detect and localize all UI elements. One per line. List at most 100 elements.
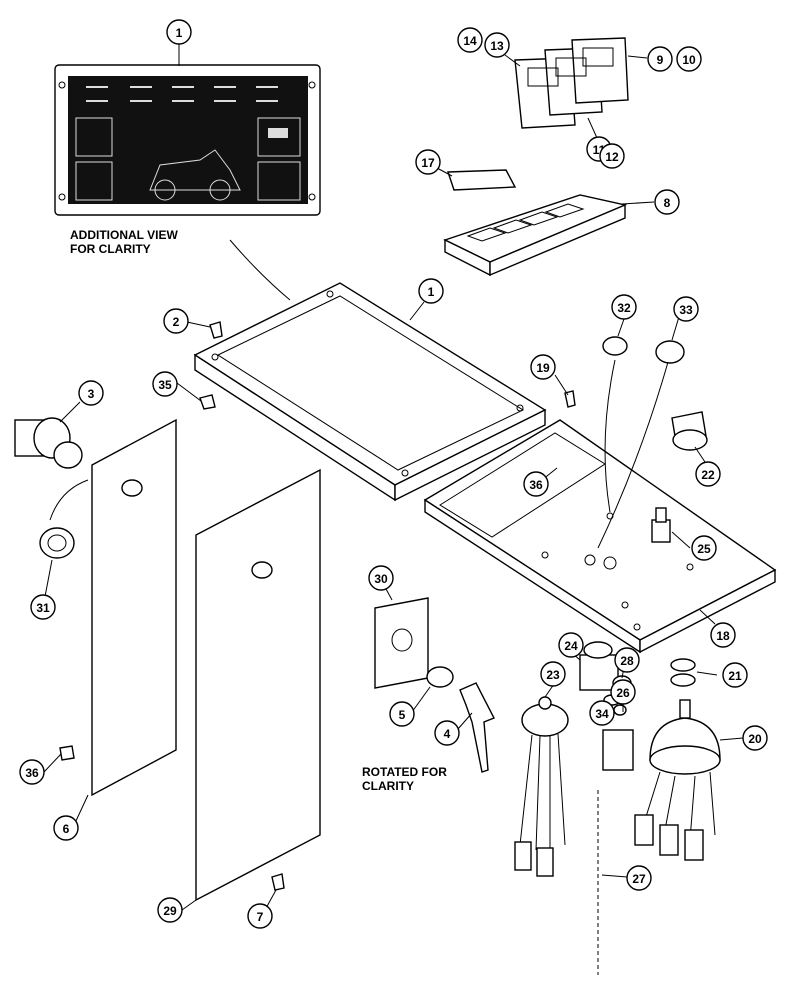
callout-5: 5 [389, 701, 415, 727]
callout-number: 32 [617, 301, 631, 315]
callout-9: 9 [647, 46, 673, 72]
callout-35: 35 [152, 371, 178, 397]
mounting-plate [374, 597, 429, 689]
callout-36: 36 [19, 759, 45, 785]
callout-number: 17 [421, 156, 435, 170]
callout-number: 10 [682, 53, 696, 67]
callout-31: 31 [30, 594, 56, 620]
callout-21: 21 [722, 662, 748, 688]
callout-number: 3 [88, 387, 95, 401]
control-knob [671, 411, 708, 451]
callout-number: 35 [158, 378, 172, 392]
callout-4: 4 [434, 720, 460, 746]
key-switch [14, 417, 83, 469]
callout-number: 33 [679, 303, 693, 317]
screw [271, 873, 285, 891]
callout-28: 28 [614, 647, 640, 673]
callout-1: 1 [418, 278, 444, 304]
callout-number: 5 [399, 708, 406, 722]
callout-number: 22 [701, 468, 715, 482]
callout-26: 26 [610, 679, 636, 705]
solenoid-switch [579, 641, 619, 691]
callout-34: 34 [589, 700, 615, 726]
callout-number: 31 [36, 601, 50, 615]
callout-number: 29 [163, 904, 177, 918]
rotary-selector [634, 699, 721, 861]
callout-number: 36 [25, 766, 39, 780]
callout-1: 1 [166, 19, 192, 45]
callout-29: 29 [157, 897, 183, 923]
callout-32: 32 [611, 294, 637, 320]
callout-number: 13 [490, 39, 504, 53]
callout-number: 30 [374, 572, 388, 586]
callout-18: 18 [710, 622, 736, 648]
callout-23: 23 [540, 661, 566, 687]
hole-plug-large [655, 340, 685, 364]
callout-number: 2 [173, 315, 180, 329]
callout-number: 23 [546, 668, 560, 682]
callout-number: 7 [257, 910, 264, 924]
callout-3: 3 [78, 380, 104, 406]
callout-number: 18 [716, 629, 730, 643]
switch-frame [443, 194, 628, 277]
callout-number: 4 [444, 727, 451, 741]
screw [209, 321, 223, 339]
callout-20: 20 [742, 725, 768, 751]
caption-additional-view: ADDITIONAL VIEW FOR CLARITY [70, 228, 178, 256]
callout-number: 20 [748, 732, 762, 746]
callout-10: 10 [676, 46, 702, 72]
callout-22: 22 [695, 461, 721, 487]
callout-17: 17 [415, 149, 441, 175]
callout-6: 6 [53, 815, 79, 841]
callout-2: 2 [163, 308, 189, 334]
callout-number: 12 [605, 150, 619, 164]
callout-number: 8 [664, 196, 671, 210]
callout-number: 6 [63, 822, 70, 836]
callout-number: 27 [632, 872, 646, 886]
callout-19: 19 [530, 354, 556, 380]
clip [199, 394, 216, 410]
hole-plug-small [602, 336, 628, 356]
key [459, 682, 495, 773]
limit-switch [597, 704, 634, 975]
push-button-switch [651, 507, 671, 543]
rotary-switch [514, 696, 569, 877]
caption-line: CLARITY [362, 779, 414, 793]
callout-number: 19 [536, 361, 550, 375]
callout-number: 34 [595, 707, 609, 721]
side-panel-left [91, 418, 177, 797]
callout-number: 24 [564, 639, 578, 653]
mounting-nut [39, 527, 75, 559]
callout-13: 13 [484, 32, 510, 58]
caption-line: ADDITIONAL VIEW [70, 228, 178, 242]
panel-bezel [193, 282, 547, 502]
callout-number: 9 [657, 53, 664, 67]
callout-number: 26 [616, 686, 630, 700]
callout-number: 14 [463, 34, 477, 48]
lens [447, 169, 517, 191]
rocker-switches [514, 37, 629, 129]
callout-25: 25 [691, 535, 717, 561]
caption-rotated: ROTATED FOR CLARITY [362, 765, 447, 793]
callout-7: 7 [247, 903, 273, 929]
callout-27: 27 [626, 865, 652, 891]
callout-number: 1 [176, 26, 183, 40]
callout-12: 12 [599, 143, 625, 169]
callout-36: 36 [523, 471, 549, 497]
callout-14: 14 [457, 27, 483, 53]
side-panel-right [195, 468, 321, 902]
instrument-panel-detail [54, 64, 321, 216]
callout-number: 28 [620, 654, 634, 668]
lock-nut [426, 666, 454, 688]
callout-number: 1 [428, 285, 435, 299]
callout-8: 8 [654, 189, 680, 215]
caption-line: FOR CLARITY [70, 242, 151, 256]
callout-24: 24 [558, 632, 584, 658]
callout-33: 33 [673, 296, 699, 322]
callout-number: 21 [728, 669, 742, 683]
callout-number: 36 [529, 478, 543, 492]
callout-30: 30 [368, 565, 394, 591]
caption-line: ROTATED FOR [362, 765, 447, 779]
